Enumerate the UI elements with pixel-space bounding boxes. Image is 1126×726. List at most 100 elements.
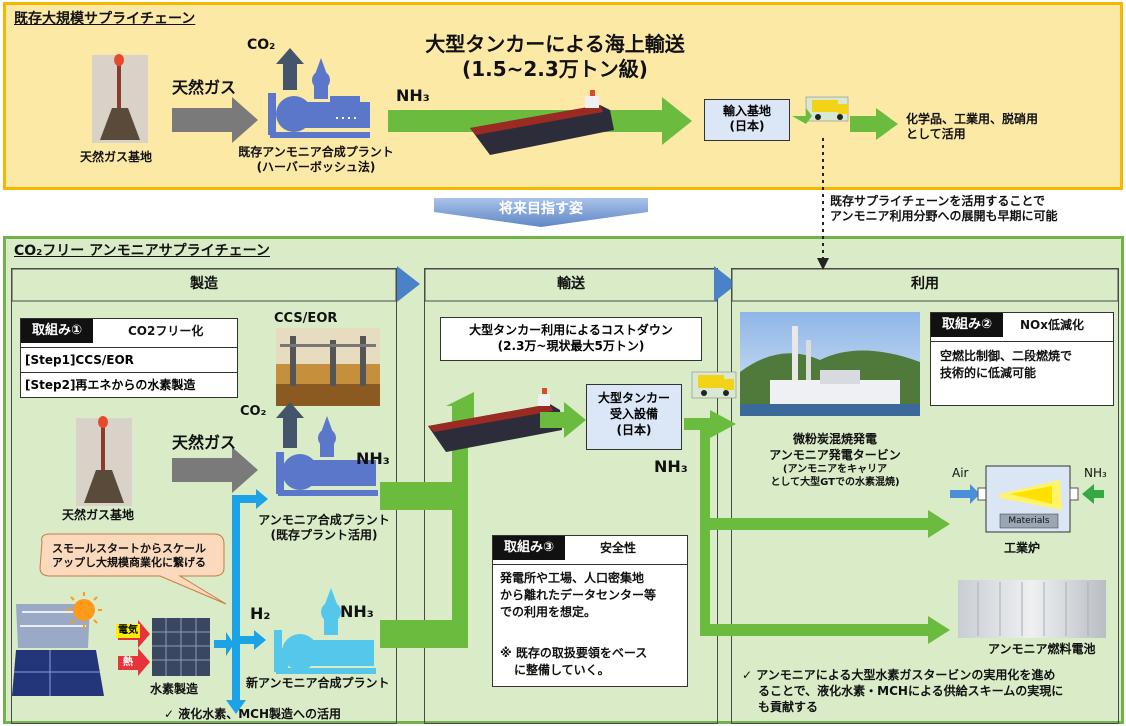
- tanker-transport-title: 大型タンカーによる海上輸送 (1.5~2.3万トン級): [405, 32, 705, 82]
- natural-gas-arrow-top: [172, 97, 258, 143]
- truck-arrow-top: [850, 108, 898, 140]
- hydrogen-production-label: 水素製造: [150, 682, 199, 696]
- electrolyzer-image: [152, 618, 210, 676]
- effort3-divider: [493, 564, 687, 565]
- turbine-note: ✓ アンモニアによる大型水素ガスタービンの実用化を進め ることで、液化水素・MC…: [742, 667, 1063, 716]
- future-label: 将来目指す姿: [499, 201, 583, 217]
- ammonia-plant-label: アンモニア合成プラント (既存プラント活用): [246, 513, 402, 543]
- leverage-line1: 既存サプライチェーンを活用することで: [830, 194, 1046, 208]
- effort3-note: ※ 既存の取扱要領をベース に整備していく。: [500, 645, 647, 679]
- power-line3: (アンモニアをキャリア: [782, 464, 888, 476]
- liquid-h2-note: ✓ 液化水素、MCH製造への活用: [164, 707, 342, 721]
- fuel-cell-label: アンモニア燃料電池: [988, 642, 1096, 656]
- co2-arrow-top: [276, 48, 304, 90]
- new-plant-label: 新アンモニア合成プラント: [246, 676, 390, 690]
- effort3-body: 発電所や工場、人口密集地 から離れたデータセンター等 での利用を想定。: [500, 570, 656, 620]
- hydrogen-cyan-arrows: [214, 489, 268, 714]
- ammonia-plant-name: アンモニア合成プラント: [258, 513, 390, 527]
- gas-base-image-bottom: [76, 416, 132, 506]
- gas-base-label-bottom: 天然ガス基地: [62, 508, 135, 522]
- callout-line1: スモールスタートからスケール: [52, 542, 206, 555]
- effort1-title: CO2フリー化: [128, 324, 204, 338]
- existing-plant-method: (ハーバーボッシュ法): [256, 160, 376, 174]
- receiving-line3: (日本): [616, 423, 652, 438]
- import-base-label: 輸入基地: [722, 104, 771, 118]
- co2-arrow-bottom: [276, 402, 304, 448]
- gas-base-label-top: 天然ガス基地: [80, 150, 153, 164]
- new-ammonia-plant-icon: [274, 588, 376, 674]
- power-plant-image: [740, 312, 920, 416]
- gas-base-image-top: [92, 54, 148, 143]
- effort3-box: [492, 535, 688, 687]
- effort3-body-line2: から離れたデータセンター等: [500, 587, 657, 602]
- header-utilization: 利用: [911, 276, 939, 292]
- use-label-line1: 化学品、工業用、脱硝用: [906, 112, 1039, 126]
- import-base-country: (日本): [729, 119, 765, 133]
- air-label: Air: [952, 466, 969, 480]
- callout-bubble: [39, 533, 227, 605]
- co2-label-bottom: CO₂: [240, 404, 267, 419]
- receiving-line1: 大型タンカー: [597, 391, 670, 405]
- materials-label: Materials: [1008, 516, 1050, 526]
- h2-label: H₂: [250, 604, 271, 623]
- leverage-note: 既存サプライチェーンを活用することで アンモニア利用分野への展開も早期に可能: [830, 194, 1058, 224]
- cost-down-line1: 大型タンカー利用によるコストダウン: [469, 323, 673, 337]
- nh3-label-bottom-d: NH₃: [1084, 466, 1107, 480]
- tanker-image-top: [470, 90, 614, 155]
- effort2-body-line2: 技術的に低減可能: [940, 365, 1037, 380]
- use-label-line2: として活用: [906, 127, 966, 141]
- effort2-title: NOx低減化: [1020, 318, 1084, 332]
- power-line4: として大型GTでの水素混焼): [770, 477, 900, 489]
- nh3-label-bottom-c: NH₃: [654, 457, 688, 476]
- turbine-line1: ✓ アンモニアによる大型水素ガスタービンの実用化を進め: [742, 668, 1056, 682]
- natural-gas-label-top: 天然ガス: [172, 78, 237, 97]
- power-line2: アンモニア発電タービン: [769, 447, 901, 462]
- effort3-title: 安全性: [600, 541, 637, 555]
- natural-gas-arrow-bottom: [172, 447, 258, 493]
- header-manufacture: 製造: [190, 276, 218, 292]
- import-base-box: 輸入基地 (日本): [704, 99, 790, 141]
- power-plant-label: 微粉炭混焼発電 アンモニア発電タービン (アンモニアをキャリア として大型GTで…: [740, 432, 930, 489]
- existing-plant-icon: [268, 58, 370, 138]
- effort2-body-line1: 空燃比制御、二段燃焼で: [940, 349, 1073, 363]
- receiving-facility-box: 大型タンカー 受入設備 (日本): [586, 384, 682, 450]
- nh3-label-bottom-b: NH₃: [340, 602, 374, 621]
- effort1-step2: [Step2]再エネからの水素製造: [21, 372, 237, 397]
- natural-gas-label-bottom: 天然ガス: [172, 433, 237, 452]
- nh3-label-bottom-a: NH₃: [356, 449, 390, 468]
- import-arrow-top: [792, 108, 812, 124]
- tanker-image-bottom: [428, 388, 562, 452]
- effort1-step1: [Step1]CCS/EOR: [21, 347, 237, 371]
- existing-supply-chain-title: 既存大規模サプライチェーン: [14, 11, 196, 27]
- electricity-label: 電気: [116, 624, 140, 638]
- heat-label: 熱: [118, 656, 138, 670]
- future-arrow: [434, 198, 648, 227]
- turbine-line3: も貢献する: [758, 700, 819, 715]
- callout-line2: アップし大規模商業化に繋げる: [52, 555, 206, 569]
- effort2-tag: 取組み②: [931, 313, 1003, 337]
- power-line1: 微粉炭混焼発電: [792, 432, 877, 446]
- use-label-top: 化学品、工業用、脱硝用 として活用: [906, 112, 1038, 142]
- fuel-cell-image: [958, 580, 1106, 638]
- existing-plant-name: 既存アンモニア合成プラント: [238, 145, 394, 159]
- effort1-tag: 取組み①: [21, 319, 93, 343]
- cost-down-box: 大型タンカー利用によるコストダウン (2.3万~現状最大5万トン): [440, 317, 702, 361]
- column-header-bars: [11, 266, 1119, 302]
- ammonia-plant-note: (既存プラント活用): [270, 528, 378, 542]
- co2-free-title: CO₂フリー アンモニアサプライチェーン: [14, 243, 270, 259]
- solar-panel-image: [12, 604, 104, 696]
- effort3-note-line1: ※ 既存の取扱要領をベース: [500, 646, 648, 660]
- nh3-label-top: NH₃: [396, 86, 430, 105]
- cost-down-line2: (2.3万~現状最大5万トン): [497, 339, 645, 354]
- sun-icon: [66, 592, 102, 628]
- effort3-body-line3: での利用を想定。: [500, 604, 597, 619]
- truck-icon-top: [805, 96, 849, 122]
- manufacture-arrow-lower: [380, 480, 468, 648]
- ammonia-plant-icon-bottom: [276, 416, 378, 496]
- effort3-note-line2: に整備していく。: [514, 662, 610, 677]
- co2-label-top: CO₂: [247, 37, 276, 53]
- effort3-body-line1: 発電所や工場、人口密集地: [500, 571, 645, 585]
- utilization-arrows: [684, 410, 950, 644]
- effort2-body: 空燃比制御、二段燃焼で 技術的に低減可能: [940, 348, 1072, 382]
